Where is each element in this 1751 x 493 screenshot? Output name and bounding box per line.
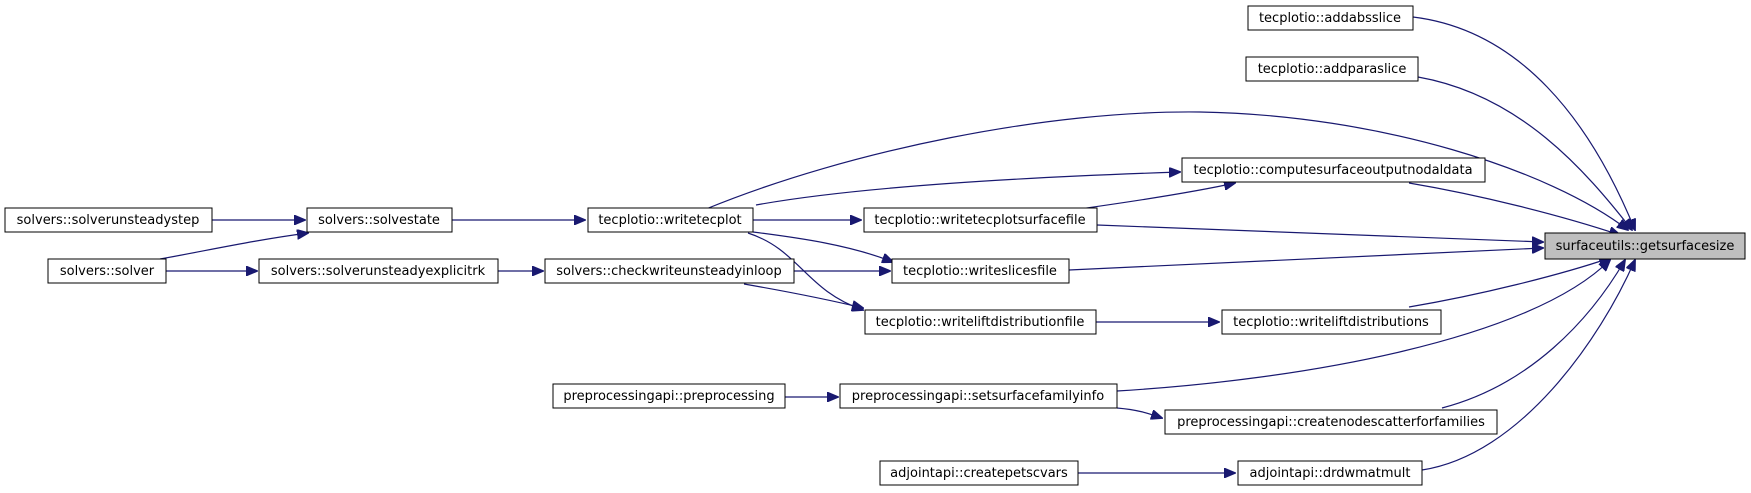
node-addparaslice[interactable]: tecplotio::addparaslice (1245, 56, 1419, 82)
node-writeliftdistributionfile-label: tecplotio::writeliftdistributionfile (876, 315, 1085, 330)
node-computesurfaceoutputnodaldata[interactable]: tecplotio::computesurfaceoutputnodaldata (1181, 157, 1486, 183)
edge-createnodescatterforfamilies-to-getsurfacesize (1441, 260, 1625, 409)
edge-writeslicesfile-to-getsurfacesize (1068, 248, 1543, 271)
node-writetecplot-label: tecplotio::writetecplot (598, 213, 741, 228)
node-writeliftdistributions[interactable]: tecplotio::writeliftdistributions (1221, 309, 1442, 335)
node-writeslicesfile[interactable]: tecplotio::writeslicesfile (891, 258, 1070, 284)
node-writeliftdistributionfile[interactable]: tecplotio::writeliftdistributionfile (864, 309, 1097, 335)
edge-writetecplot-to-computesurfaceoutputnodaldata (755, 172, 1180, 206)
edge-checkwriteunsteadyinloop-to-writeliftdistributionfile (743, 283, 863, 308)
edge-addparaslice-to-getsurfacesize (1417, 76, 1632, 230)
node-solverunsteadyexplicitrk-label: solvers::solverunsteadyexplicitrk (271, 264, 486, 279)
node-writeslicesfile-label: tecplotio::writeslicesfile (903, 264, 1057, 279)
node-getsurfacesize[interactable]: surfaceutils::getsurfacesize (1544, 232, 1746, 260)
node-solverunsteadyexplicitrk[interactable]: solvers::solverunsteadyexplicitrk (258, 258, 499, 284)
edge-solver-to-solvestate (159, 233, 308, 260)
node-addparaslice-label: tecplotio::addparaslice (1258, 62, 1407, 77)
node-writetecplotsurfacefile[interactable]: tecplotio::writetecplotsurfacefile (863, 207, 1098, 233)
node-solverunsteadystep[interactable]: solvers::solverunsteadystep (4, 207, 213, 233)
node-drdwmatmult[interactable]: adjointapi::drdwmatmult (1237, 460, 1423, 486)
node-solvestate[interactable]: solvers::solvestate (306, 207, 453, 233)
node-computesurfaceoutputnodaldata-label: tecplotio::computesurfaceoutputnodaldata (1193, 163, 1472, 178)
node-writetecplotsurfacefile-label: tecplotio::writetecplotsurfacefile (874, 213, 1085, 228)
node-createnodescatterforfamilies-label: preprocessingapi::createnodescatterforfa… (1177, 415, 1485, 430)
node-addabsslice[interactable]: tecplotio::addabsslice (1247, 5, 1414, 31)
edge-writetecplot-to-getsurfacesize (705, 111, 1628, 230)
edge-writetecplot-to-writeliftdistributionfile (747, 232, 863, 310)
node-createpetscvars-label: adjointapi::createpetscvars (890, 466, 1068, 481)
edge-writetecplotsurfacefile-to-computesurfaceoutputnodaldata (1064, 183, 1235, 212)
node-solver-label: solvers::solver (60, 264, 155, 279)
node-checkwriteunsteadyinloop-label: solvers::checkwriteunsteadyinloop (556, 264, 782, 279)
edge-writetecplot-to-writeslicesfile (752, 231, 893, 262)
node-createpetscvars[interactable]: adjointapi::createpetscvars (879, 460, 1079, 486)
node-setsurfacefamilyinfo[interactable]: preprocessingapi::setsurfacefamilyinfo (839, 383, 1118, 409)
node-getsurfacesize-label: surfaceutils::getsurfacesize (1556, 239, 1735, 254)
edge-drdwmatmult-to-getsurfacesize (1421, 260, 1635, 471)
node-writeliftdistributions-label: tecplotio::writeliftdistributions (1233, 315, 1429, 330)
node-solverunsteadystep-label: solvers::solverunsteadystep (17, 213, 200, 228)
edge-computesurfaceoutputnodaldata-to-getsurfacesize (1408, 182, 1620, 235)
node-solvestate-label: solvers::solvestate (318, 213, 440, 228)
node-solver[interactable]: solvers::solver (47, 258, 167, 284)
edge-writetecplotsurfacefile-to-getsurfacesize (1096, 224, 1543, 242)
node-preprocessing[interactable]: preprocessingapi::preprocessing (552, 383, 786, 409)
edge-setsurfacefamilyinfo-to-getsurfacesize (1116, 260, 1610, 392)
edge-setsurfacefamilyinfo-to-createnodescatterforfamilies (1116, 407, 1162, 418)
edge-addabsslice-to-getsurfacesize (1412, 16, 1635, 230)
edge-writeliftdistributions-to-getsurfacesize (1408, 258, 1610, 308)
node-setsurfacefamilyinfo-label: preprocessingapi::setsurfacefamilyinfo (852, 389, 1104, 404)
node-writetecplot[interactable]: tecplotio::writetecplot (587, 207, 754, 233)
node-createnodescatterforfamilies[interactable]: preprocessingapi::createnodescatterforfa… (1164, 409, 1498, 435)
node-addabsslice-label: tecplotio::addabsslice (1259, 11, 1401, 26)
nodes: surfaceutils::getsurfacesize tecplotio::… (4, 5, 1746, 486)
node-drdwmatmult-label: adjointapi::drdwmatmult (1250, 466, 1411, 481)
node-preprocessing-label: preprocessingapi::preprocessing (563, 389, 774, 404)
node-checkwriteunsteadyinloop[interactable]: solvers::checkwriteunsteadyinloop (544, 258, 795, 284)
